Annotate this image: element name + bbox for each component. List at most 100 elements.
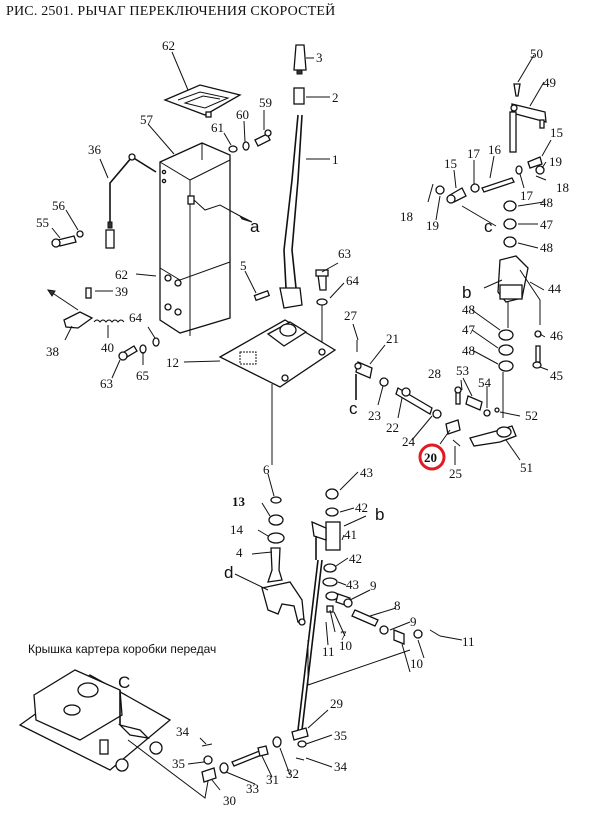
label-27: 27 <box>344 308 358 323</box>
label-48-top: 48 <box>540 240 553 255</box>
label-64-left: 64 <box>129 310 143 325</box>
label-9-top: 9 <box>370 578 377 593</box>
label-48-b: 48 <box>462 302 475 317</box>
label-34-left: 34 <box>176 724 190 739</box>
label-22: 22 <box>386 420 399 435</box>
label-47-a: 47 <box>540 217 554 232</box>
label-51: 51 <box>520 460 533 475</box>
label-28: 28 <box>428 366 441 381</box>
label-14: 14 <box>230 522 244 537</box>
marker-c-lower: C <box>118 673 130 692</box>
label-46: 46 <box>550 328 564 343</box>
label-36: 36 <box>88 142 102 157</box>
label-57: 57 <box>140 112 154 127</box>
label-11-left: 11 <box>322 644 335 659</box>
label-18-left: 18 <box>400 209 413 224</box>
marker-d-lower: d <box>224 563 233 582</box>
label-35-left: 35 <box>172 756 185 771</box>
figure-title: РИС. 2501. РЫЧАГ ПЕРЕКЛЮЧЕНИЯ СКОРОСТЕЙ <box>6 4 336 19</box>
label-24: 24 <box>402 434 416 449</box>
label-65: 65 <box>136 368 149 383</box>
label-53: 53 <box>456 363 469 378</box>
lower-lever-assembly <box>261 496 306 626</box>
label-19-right: 19 <box>549 154 562 169</box>
label-31: 31 <box>266 772 279 787</box>
label-29: 29 <box>330 696 343 711</box>
label-12: 12 <box>166 355 179 370</box>
label-39: 39 <box>115 284 128 299</box>
linkage-rods <box>297 559 411 731</box>
label-62: 62 <box>162 38 175 53</box>
label-59: 59 <box>259 95 272 110</box>
bolt-washers <box>228 129 272 153</box>
label-7: 7 <box>340 628 347 643</box>
label-30: 30 <box>223 793 236 808</box>
label-56: 56 <box>52 198 66 213</box>
gearbox-cover <box>18 669 211 799</box>
marker-b: b <box>462 283 471 302</box>
label-23: 23 <box>368 408 381 423</box>
label-6: 6 <box>263 462 270 477</box>
label-10-right: 10 <box>410 656 423 671</box>
bottom-linkage <box>201 727 309 783</box>
label-43-top: 43 <box>360 465 373 480</box>
label-18-right: 18 <box>556 180 569 195</box>
label-8: 8 <box>394 598 401 613</box>
label-10-left: 10 <box>339 638 352 653</box>
label-63: 63 <box>338 246 351 261</box>
detent-parts <box>46 287 160 361</box>
part-labels: 62 57 61 60 59 36 56 55 a 3 2 1 62 39 38… <box>36 38 569 808</box>
label-1: 1 <box>332 152 339 167</box>
label-15-left: 15 <box>444 156 457 171</box>
label-17-right: 17 <box>520 188 534 203</box>
label-61: 61 <box>211 120 224 135</box>
marker-b-lower: b <box>375 505 384 524</box>
label-62-lower: 62 <box>115 267 128 282</box>
leader-lines <box>51 51 552 791</box>
label-63-left: 63 <box>100 376 113 391</box>
label-2: 2 <box>332 90 339 105</box>
label-35-right: 35 <box>334 728 347 743</box>
gear-lever <box>279 44 307 309</box>
base-plate <box>218 319 337 465</box>
label-5: 5 <box>240 258 247 273</box>
label-44: 44 <box>548 281 562 296</box>
label-33: 33 <box>246 781 259 796</box>
label-55: 55 <box>36 215 49 230</box>
label-19-left: 19 <box>426 218 439 233</box>
label-16: 16 <box>488 142 502 157</box>
label-43-lower: 43 <box>346 577 359 592</box>
console-housing <box>159 142 253 336</box>
label-52: 52 <box>525 408 538 423</box>
center-bracket-assembly <box>311 488 441 645</box>
right-bracket-assembly <box>497 200 542 418</box>
label-49: 49 <box>543 75 556 90</box>
cover-plate <box>163 84 242 118</box>
label-54: 54 <box>478 375 492 390</box>
label-3: 3 <box>316 50 323 65</box>
selector-linkage <box>354 340 517 447</box>
label-60: 60 <box>236 107 249 122</box>
bolt-55-56 <box>51 230 84 248</box>
label-13: 13 <box>232 494 246 509</box>
label-4: 4 <box>236 545 243 560</box>
label-50: 50 <box>530 46 543 61</box>
label-25: 25 <box>449 466 462 481</box>
marker-d: c <box>484 217 493 236</box>
label-32: 32 <box>286 766 299 781</box>
label-48-c: 48 <box>462 343 475 358</box>
label-11-right: 11 <box>462 634 475 649</box>
highlight-ring <box>418 443 446 471</box>
gearbox-cover-caption: Крышка картера коробки передач <box>28 642 217 656</box>
label-15-right: 15 <box>550 125 563 140</box>
label-41: 41 <box>344 527 357 542</box>
label-45: 45 <box>550 368 563 383</box>
label-9-lower: 9 <box>410 614 417 629</box>
label-42-top: 42 <box>355 500 368 515</box>
label-42-lower: 42 <box>349 551 362 566</box>
label-17-left: 17 <box>467 146 481 161</box>
upper-right-linkage <box>427 83 547 204</box>
label-38: 38 <box>46 344 59 359</box>
label-48-a: 48 <box>540 195 553 210</box>
